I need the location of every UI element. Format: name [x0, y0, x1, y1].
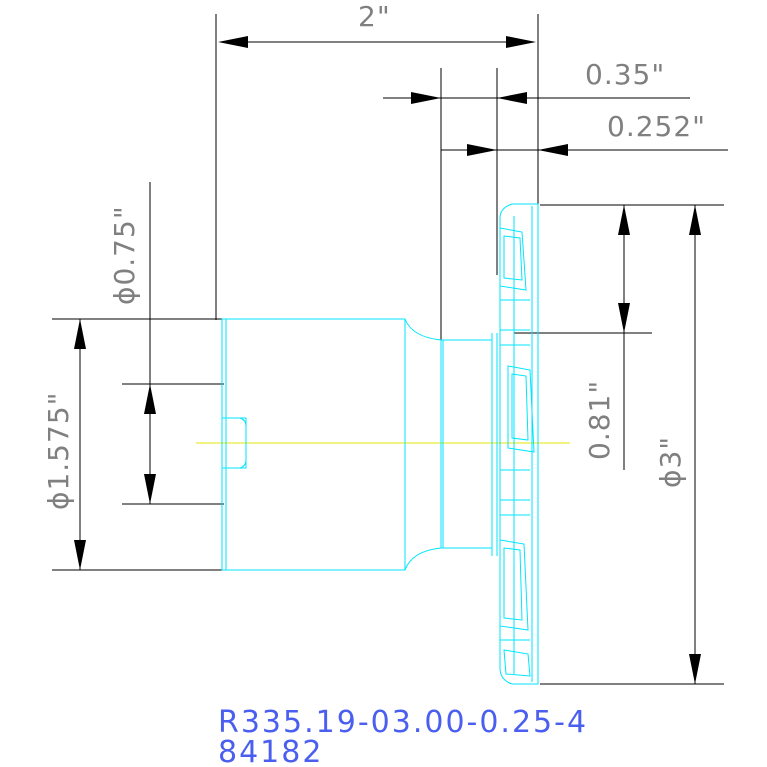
- item-code: 84182: [218, 735, 323, 767]
- dim-width-b: 0.252": [441, 110, 728, 156]
- cutter-body: [499, 203, 539, 685]
- shank-diameter-label: ϕ1.575": [42, 391, 75, 510]
- dim-width-a: 0.35": [383, 58, 690, 340]
- arrow-cutter-bottom: [689, 654, 701, 684]
- arrow-shank-top: [74, 319, 86, 349]
- arrow-depth-bottom: [618, 303, 630, 333]
- arrow-in-left: [411, 92, 441, 104]
- dim-bore-diameter: ϕ0.75": [108, 182, 224, 505]
- depth-label: 0.81": [583, 380, 616, 460]
- arrow-b-right: [538, 144, 568, 156]
- arrow-left: [218, 36, 248, 48]
- width-b-label: 0.252": [607, 110, 706, 143]
- arrow-cutter-top: [689, 205, 701, 235]
- overall-length-label: 2": [358, 0, 391, 33]
- tooth-4: [503, 649, 531, 677]
- tool-shank: [221, 318, 444, 571]
- arrow-bore-top: [144, 384, 156, 414]
- arrow-bore-bottom: [144, 474, 156, 504]
- cutter-diameter-label: ϕ3": [654, 436, 687, 488]
- arrow-right: [506, 36, 536, 48]
- part-number: R335.19-03.00-0.25-4: [218, 705, 588, 740]
- tooth-3: [499, 539, 529, 631]
- arrow-shank-bottom: [74, 540, 86, 570]
- dim-cutter-diameter: ϕ3": [540, 204, 724, 685]
- arrow-b-left: [467, 144, 497, 156]
- tooth-1: [499, 227, 527, 291]
- arrow-in-right: [497, 92, 527, 104]
- dim-overall-length: 2": [215, 0, 539, 320]
- tool-neck: [441, 333, 498, 556]
- width-a-label: 0.35": [585, 58, 665, 91]
- arrow-depth-top: [618, 205, 630, 235]
- bore-diameter-label: ϕ0.75": [108, 205, 141, 305]
- tooth-2: [507, 365, 535, 453]
- dim-shank-diameter: ϕ1.575": [42, 318, 222, 571]
- dim-depth: 0.81": [514, 204, 652, 470]
